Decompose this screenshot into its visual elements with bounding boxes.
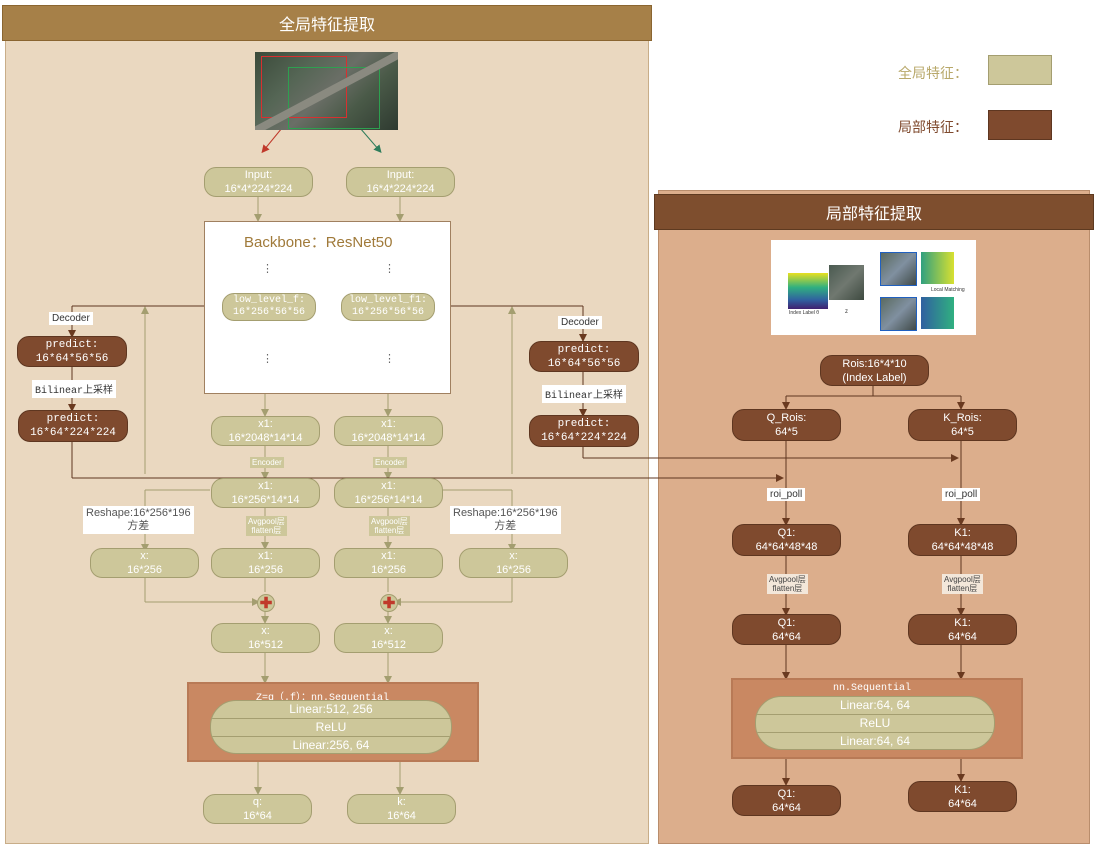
backbone-title: Backbone：ResNet50 [244, 234, 393, 251]
dots-bottom-right: ⋮ [384, 353, 395, 365]
q1-4d-node: Q1:64*64*48*48 [732, 524, 841, 556]
k-output: k:16*64 [347, 794, 456, 824]
index-label-map [788, 273, 828, 309]
x1-256-right: x1:16*256 [334, 548, 443, 578]
lowlevel-left: low_level_f:16*256*56*56 [222, 293, 316, 321]
global-sequential-stack: Linear:512, 256 ReLU Linear:256, 64 [210, 700, 452, 754]
x1-256-left: x1:16*256 [211, 548, 320, 578]
global-title-text: 全局特征提取 [278, 17, 375, 34]
x-512-right: x:16*512 [334, 623, 443, 653]
encoder-label-left: Encoder [250, 457, 284, 468]
bilinear-label-left: Bilinear上采样 [32, 380, 117, 398]
global-seq-layer-3: Linear:256, 64 [292, 738, 370, 752]
q1-output-node: Q1:64*64 [732, 785, 841, 816]
x1-2048-right: x1:16*2048*14*14 [334, 416, 443, 446]
aerial-green-box [288, 67, 380, 129]
legend-local-label: 局部特征： [898, 119, 968, 135]
predict1-right: predict:16*64*56*56 [529, 341, 639, 372]
rois-node: Rois:16*4*10(Index Label) [820, 355, 929, 386]
decoder-label-right: Decoder [558, 316, 602, 329]
predict1-left: predict:16*64*56*56 [17, 336, 127, 367]
dots-bottom-left: ⋮ [262, 353, 273, 365]
dots-top-left: ⋮ [262, 263, 273, 275]
legend-local-swatch [988, 110, 1052, 140]
local-sequential-title: nn.Sequential [833, 683, 912, 694]
decoder-label-left: Decoder [49, 312, 93, 325]
crop-thumb-bottom [880, 297, 917, 331]
dots-top-right: ⋮ [384, 263, 395, 275]
roi-pool-label-right: roi_poll [942, 488, 981, 501]
global-seq-layer-2: ReLU [211, 719, 451, 737]
global-seq-layer-1: Linear:512, 256 [211, 701, 451, 719]
q-rois-node: Q_Rois:64*5 [732, 409, 841, 441]
local-seq-layer-1: Linear:64, 64 [756, 697, 994, 715]
x1-2048-left: x1:16*2048*14*14 [211, 416, 320, 446]
concat-plus-left: ✚ [257, 594, 275, 612]
k-rois-node: K_Rois:64*5 [908, 409, 1017, 441]
local-seq-layer-2: ReLU [756, 715, 994, 733]
k1-flat-node: K1:64*64 [908, 614, 1017, 645]
x1-256-14-right: x1:16*256*14*14 [334, 478, 443, 508]
local-seq-layer-3: Linear:64, 64 [839, 734, 911, 748]
encoder-label-right: Encoder [373, 457, 407, 468]
x-512-left: x:16*512 [211, 623, 320, 653]
lowlevel-right: low_level_f1:16*256*56*56 [341, 293, 435, 321]
aerial-thumb [829, 265, 864, 300]
match-map-bottom [921, 297, 954, 329]
q1-flat-node: Q1:64*64 [732, 614, 841, 645]
local-panel-title: 局部特征提取 [654, 194, 1094, 230]
predict2-right: predict:16*64*224*224 [529, 415, 639, 447]
x1-256-14-left: x1:16*256*14*14 [211, 478, 320, 508]
q-output: q:16*64 [203, 794, 312, 824]
local-title-text: 局部特征提取 [825, 206, 922, 223]
match-map-top [921, 252, 954, 284]
aerial-image [255, 52, 398, 130]
legend-global-swatch [988, 55, 1052, 85]
z-caption: z [845, 309, 848, 315]
x-256-right: x:16*256 [459, 548, 568, 578]
local-sequential-stack: Linear:64, 64 ReLU Linear:64, 64 [755, 696, 995, 750]
global-sequential-title: Z=g（.f）：nn.Sequential [256, 693, 390, 704]
plus-icon: ✚ [259, 594, 273, 612]
k1-4d-node: K1:64*64*48*48 [908, 524, 1017, 556]
predict2-left: predict:16*64*224*224 [18, 410, 128, 442]
local-matching-caption: Local Matching [931, 287, 965, 293]
aerial-red-box [261, 56, 347, 118]
crop-thumb-top [880, 252, 917, 286]
local-matching-image: Index Label θ z Local Matching [771, 240, 976, 335]
plus-icon: ✚ [382, 594, 396, 612]
roi-pool-label-left: roi_poll [767, 488, 806, 501]
x-256-left: x:16*256 [90, 548, 199, 578]
k1-output-node: K1:64*64 [908, 781, 1017, 812]
legend-global-label: 全局特征： [898, 65, 968, 81]
global-panel-title: 全局特征提取 [2, 5, 652, 41]
bilinear-label-right: Bilinear上采样 [542, 385, 627, 403]
input-left: Input:16*4*224*224 [204, 167, 313, 197]
index-label-caption: Index Label θ [789, 310, 820, 316]
input-right: Input:16*4*224*224 [346, 167, 455, 197]
concat-plus-right: ✚ [380, 594, 398, 612]
